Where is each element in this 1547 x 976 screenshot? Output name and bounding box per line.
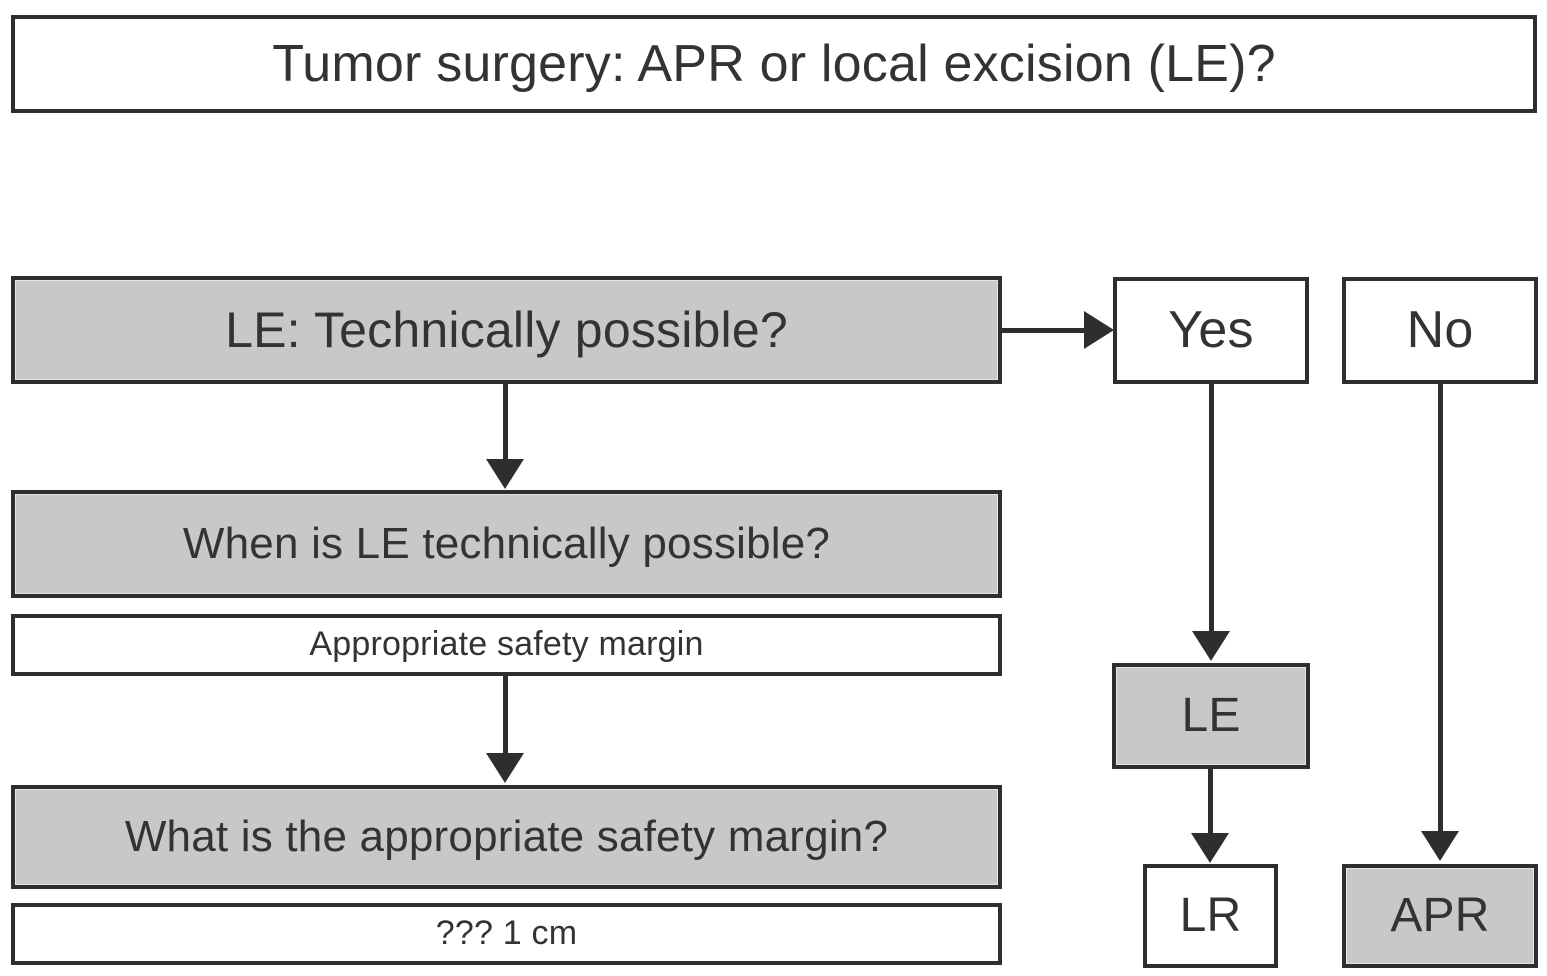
box-le: LE <box>1112 663 1310 769</box>
box-label: LE: Technically possible? <box>225 301 788 358</box>
connector-le-possible-to-yes-arrowhead <box>1084 311 1114 349</box>
box-label: LE <box>1181 688 1241 742</box>
title-box: Tumor surgery: APR or local excision (LE… <box>11 15 1537 113</box>
box-when-is-le-possible: When is LE technically possible? <box>11 490 1002 598</box>
connector-le-possible-to-yes-line <box>1000 328 1088 333</box>
box-yes: Yes <box>1113 277 1309 384</box>
box-margin-value: ??? 1 cm <box>11 903 1002 965</box>
box-label: Yes <box>1168 301 1254 360</box>
box-what-is-appropriate-margin: What is the appropriate safety margin? <box>11 785 1002 889</box>
box-appropriate-safety-margin: Appropriate safety margin <box>11 614 1002 676</box>
box-label: No <box>1406 301 1474 360</box>
connector-no-to-apr-arrowhead <box>1421 831 1459 861</box>
title-label: Tumor surgery: APR or local excision (LE… <box>272 34 1276 93</box>
connector-le-to-lr-arrowhead <box>1191 833 1229 863</box>
box-label: What is the appropriate safety margin? <box>124 811 889 861</box>
connector-margin-to-what-arrowhead <box>486 753 524 783</box>
connector-no-to-apr-line <box>1438 383 1443 833</box>
box-apr: APR <box>1342 864 1538 968</box>
connector-margin-to-what-line <box>503 675 508 755</box>
box-label: Appropriate safety margin <box>309 625 704 664</box>
connector-yes-to-le-line <box>1209 383 1214 633</box>
box-label: ??? 1 cm <box>435 914 578 953</box>
connector-le-possible-to-when-line <box>503 383 508 463</box>
connector-le-to-lr-line <box>1208 768 1213 836</box>
connector-yes-to-le-arrowhead <box>1192 631 1230 661</box>
box-le-technically-possible: LE: Technically possible? <box>11 276 1002 384</box>
box-lr: LR <box>1143 864 1278 968</box>
connector-le-possible-to-when-arrowhead <box>486 459 524 489</box>
box-label: LR <box>1179 888 1242 942</box>
box-label: APR <box>1390 888 1490 942</box>
box-no: No <box>1342 277 1538 384</box>
box-label: When is LE technically possible? <box>182 518 831 568</box>
